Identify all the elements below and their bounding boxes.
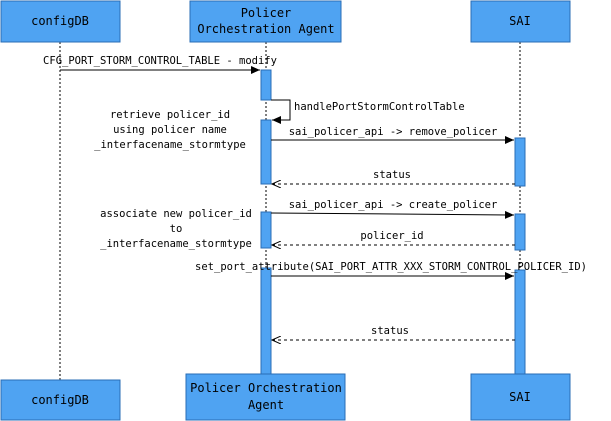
participant-policer-bottom-label-line1: Policer Orchestration [190,381,342,395]
arrow-handle-table [271,99,291,124]
activation-policer-1 [260,69,272,101]
note-associate-line3: _interfacename_stormtype [100,238,252,250]
note-associate-line1: associate new policer_id [100,208,252,220]
label-policer-id: policer_id [360,230,423,242]
note-retrieve-line1: retrieve policer_id [110,109,230,121]
label-handle-table: handlePortStormControlTable [294,101,465,113]
participant-sai-bottom [470,373,571,421]
activation-sai-2 [514,213,526,251]
activation-sai-1 [514,137,526,187]
participant-policer-top-label-line1: Policer [241,6,292,20]
note-retrieve-line3: _interfacename_stormtype [94,139,246,151]
participant-sai-top [470,0,571,43]
label-status-2: status [371,325,409,337]
activation-policer-4 [260,267,272,375]
note-associate-line2: to [170,223,183,235]
label-create-policer: sai_policer_api -> create_policer [289,199,498,211]
label-cfg-modify: CFG_PORT_STORM_CONTROL_TABLE - modify [43,55,277,67]
participant-policer-top [189,0,342,43]
participant-configdb-top [0,0,121,43]
label-set-port-attribute: set_port_attribute(SAI_PORT_ATTR_XXX_STO… [195,261,587,273]
participant-configdb-bottom-label: configDB [31,393,89,407]
activation-policer-2 [260,119,272,185]
label-status-1: status [373,169,411,181]
arrow-create-policer [270,210,515,219]
participant-configdb-top-label: configDB [31,14,89,28]
label-remove-policer: sai_policer_api -> remove_policer [289,126,498,138]
note-retrieve-line2: using policer name [113,124,227,136]
activation-sai-3 [514,269,526,375]
participant-sai-top-label: SAI [509,14,531,28]
participant-policer-bottom-label-line2: Agent [248,398,284,412]
participant-configdb-bottom [0,379,121,421]
activation-policer-3 [260,211,272,249]
participant-sai-bottom-label: SAI [509,390,531,404]
participant-policer-bottom [185,373,346,421]
participant-policer-top-label-line2: Orchestration Agent [197,22,334,36]
